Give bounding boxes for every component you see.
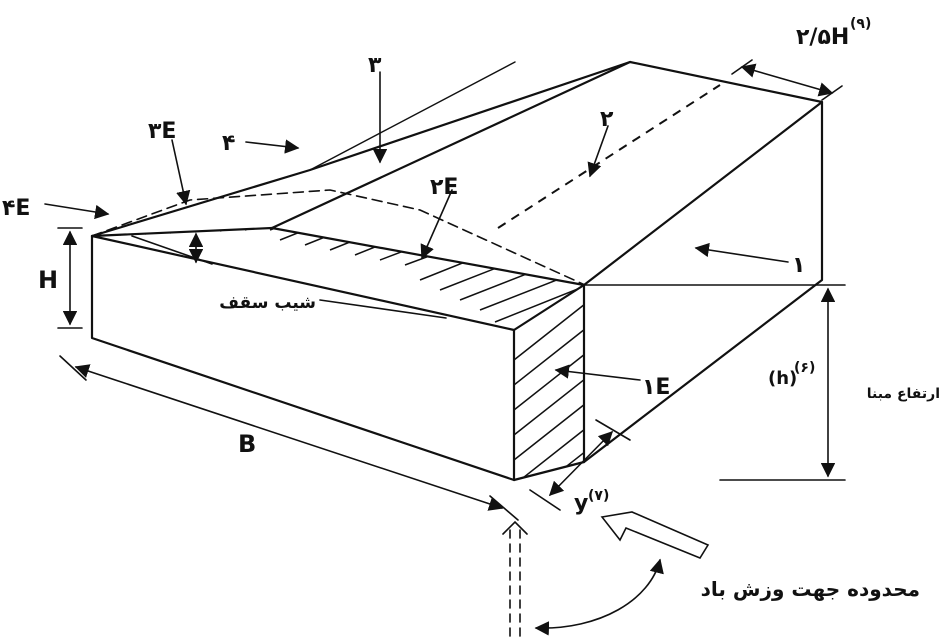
dim-length-B: B [59, 355, 519, 521]
svg-text:ارتفاع مبنا: ارتفاع مبنا [867, 386, 940, 402]
svg-text:محدوده جهت وزش باد: محدوده جهت وزش باد [701, 577, 920, 601]
hatch-zone-roof-end [119, 228, 584, 323]
svg-text:۲: ۲ [600, 107, 614, 132]
svg-text:۲E: ۲E [430, 175, 458, 200]
dim-reference-height-h: (h) (۶) ارتفاع مبنا [585, 284, 940, 481]
svg-text:۲/۵H: ۲/۵H [796, 25, 849, 50]
zone-2-boundary-line [497, 84, 721, 229]
svg-text:۳: ۳ [368, 53, 382, 78]
wind-direction: محدوده جهت وزش باد [502, 511, 920, 639]
svg-text:۳E: ۳E [148, 119, 176, 144]
hatch-zone-gable [514, 299, 584, 480]
svg-text:y: y [574, 491, 588, 516]
svg-text:H: H [38, 266, 58, 294]
zone-pointers: ۴E ۳E ۴ ۳ ۲ ۲E ۱ ۱E [2, 53, 805, 400]
svg-text:B: B [238, 430, 256, 458]
svg-text:(۶): (۶) [794, 360, 815, 376]
svg-text:۴E: ۴E [2, 196, 30, 221]
dim-width-y: y (۷) [529, 419, 631, 516]
dim-2-5H: ۲/۵H (۹) [731, 16, 871, 101]
svg-text:۱: ۱ [792, 253, 805, 278]
svg-text:شیب سقف: شیب سقف [219, 293, 316, 313]
svg-text:۴: ۴ [222, 131, 235, 156]
building-outline [90, 60, 824, 482]
roof-rise-guide [131, 235, 213, 265]
svg-text:(h): (h) [768, 368, 797, 389]
svg-text:(۹): (۹) [850, 16, 871, 32]
svg-text:۱E: ۱E [642, 375, 670, 400]
dim-height-H: H [38, 227, 83, 329]
roof-slope-label: شیب سقف [219, 293, 447, 319]
svg-text:(۷): (۷) [588, 488, 609, 504]
